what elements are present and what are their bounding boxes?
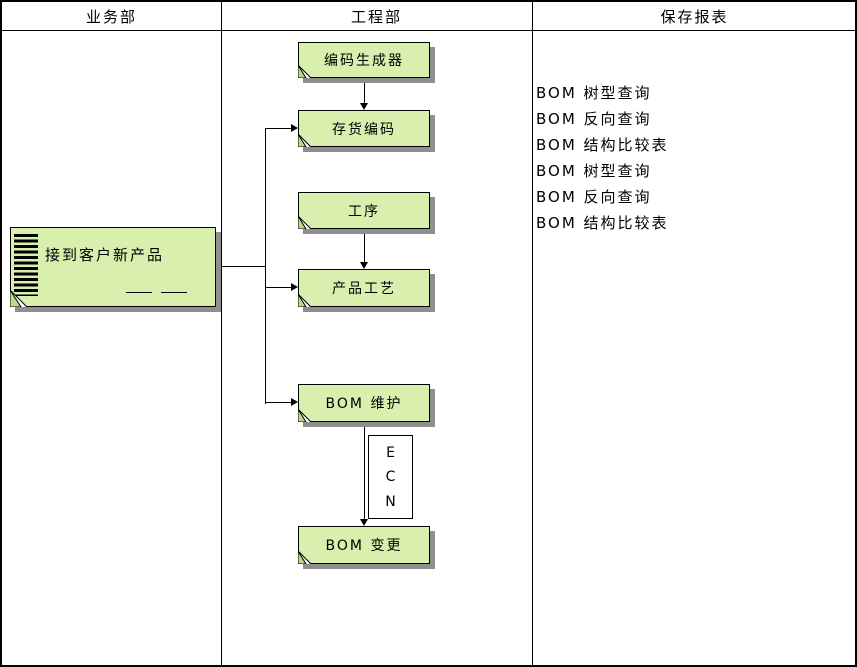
ecn-letter: C <box>385 469 396 485</box>
lane-divider <box>221 2 222 665</box>
ecn-annotation: E C N <box>368 435 413 519</box>
lane-divider <box>532 2 533 665</box>
connector-bom-to-change <box>364 422 365 520</box>
report-item: BOM 结构比较表 <box>536 214 669 232</box>
folded-corner-icon <box>298 134 311 147</box>
ecn-letter: E <box>386 444 395 461</box>
process-box-label: 工序 <box>348 203 380 220</box>
header-divider <box>2 30 855 31</box>
process-box-bom-change[interactable]: BOM 变更 <box>298 526 430 564</box>
arrowhead-right-icon <box>291 124 298 132</box>
arrowhead-right-icon <box>291 398 298 406</box>
report-item: BOM 反向查询 <box>536 188 652 206</box>
folded-corner-icon <box>298 216 311 229</box>
process-box-label: 编码生成器 <box>324 53 404 69</box>
folded-corner-icon <box>298 551 311 564</box>
connector-generator-to-inventory <box>364 78 365 104</box>
process-box-code-generator[interactable]: 编码生成器 <box>298 42 430 78</box>
document-node[interactable]: 接到客户新产品 <box>10 227 216 307</box>
process-box-bom-maintain[interactable]: BOM 维护 <box>298 384 430 422</box>
lane-header-engineering: 工程部 <box>350 8 402 26</box>
process-box-label: BOM 变更 <box>325 538 403 554</box>
report-item: BOM 反向查询 <box>536 110 652 128</box>
arrowhead-right-icon <box>291 283 298 291</box>
folded-corner-icon <box>298 65 311 78</box>
blank-line <box>126 292 152 293</box>
arrowhead-down-icon <box>360 103 368 110</box>
report-item: BOM 树型查询 <box>536 162 652 180</box>
ecn-letter: N <box>385 493 396 510</box>
connector-branch-trunk <box>265 128 266 404</box>
document-label: 接到客户新产品 <box>45 246 165 264</box>
connector-branch-bom <box>265 402 292 403</box>
lane-header-business: 业务部 <box>85 8 137 26</box>
lane-header-reports: 保存报表 <box>660 8 729 26</box>
blank-line <box>161 292 187 293</box>
arrowhead-down-icon <box>360 262 368 269</box>
connector-branch-inventory <box>265 128 292 129</box>
process-box-label: 存货编码 <box>332 121 396 138</box>
connector-process-to-craft <box>364 229 365 263</box>
folded-corner-icon <box>10 290 27 307</box>
process-box-operation[interactable]: 工序 <box>298 192 430 229</box>
process-box-inventory-code[interactable]: 存货编码 <box>298 110 430 147</box>
spiral-binding-icon <box>14 234 38 296</box>
folded-corner-icon <box>298 409 311 422</box>
reports-list: BOM 树型查询 BOM 反向查询 BOM 结构比较表 BOM 树型查询 BOM… <box>536 80 669 236</box>
process-box-product-craft[interactable]: 产品工艺 <box>298 269 430 307</box>
report-item: BOM 结构比较表 <box>536 136 669 154</box>
process-box-label: 产品工艺 <box>332 281 396 297</box>
arrowhead-down-icon <box>360 519 368 526</box>
report-item: BOM 树型查询 <box>536 84 652 102</box>
connector-document-out <box>216 266 265 267</box>
folded-corner-icon <box>298 294 311 307</box>
process-box-label: BOM 维护 <box>325 396 403 412</box>
connector-branch-craft <box>265 287 292 288</box>
